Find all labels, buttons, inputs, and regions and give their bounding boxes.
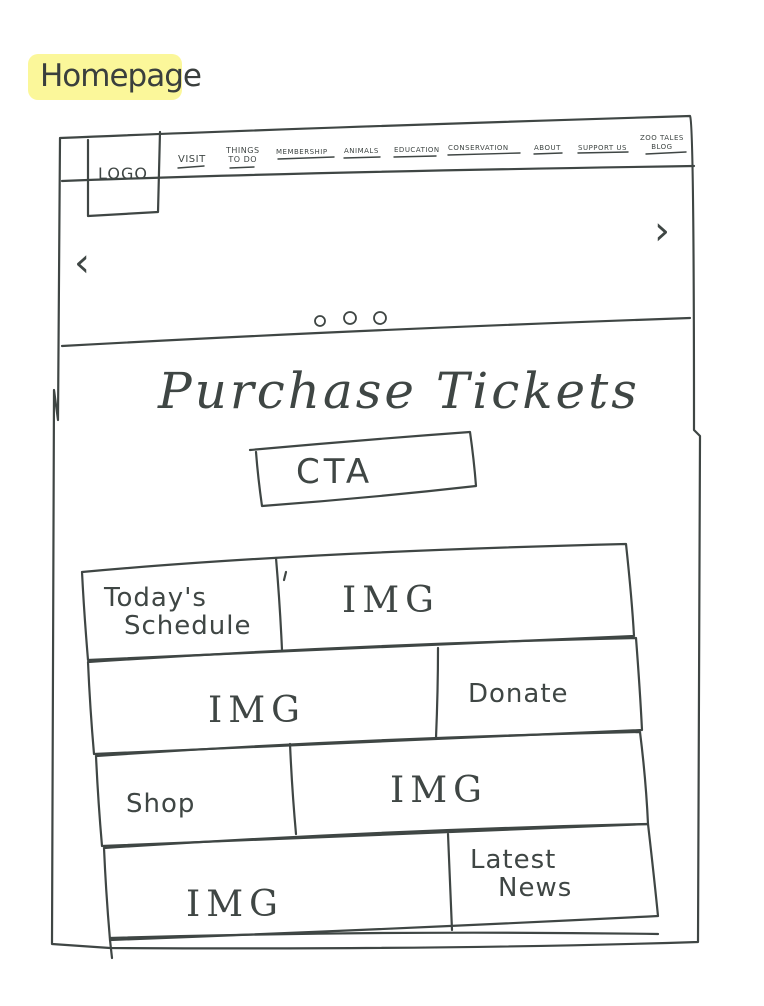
nav-education[interactable]: EDUCATION (394, 146, 440, 154)
nav-things-to-do[interactable]: THINGS TO DO (226, 146, 260, 164)
tile-img-3[interactable]: IMG (390, 770, 488, 811)
tile-donate[interactable]: Donate (468, 679, 569, 709)
nav-support-us[interactable]: SUPPORT US (578, 144, 627, 152)
nav-membership[interactable]: MEMBERSHIP (276, 148, 328, 156)
tile-img-4[interactable]: IMG (186, 884, 284, 925)
nav-animals[interactable]: ANIMALS (344, 147, 379, 155)
news-line1: Latest (470, 845, 557, 875)
news-line2: News (498, 873, 573, 903)
chevron-left-icon[interactable]: ‹ (74, 240, 90, 286)
nav-visit[interactable]: VISIT (178, 154, 206, 165)
tile-todays-schedule[interactable]: Today's Schedule (104, 584, 251, 640)
logo[interactable]: LOGO (98, 164, 148, 183)
cta-button[interactable]: CTA (296, 452, 374, 492)
page-title: Homepage (40, 58, 202, 94)
nav-conservation[interactable]: CONSERVATION (448, 144, 509, 152)
schedule-line1: Today's (104, 583, 207, 613)
chevron-right-icon[interactable]: › (654, 208, 670, 254)
tile-img-2[interactable]: IMG (208, 690, 306, 731)
schedule-line2: Schedule (124, 611, 252, 641)
nav-about[interactable]: ABOUT (534, 144, 561, 152)
nav-things-to-do-line2: TO DO (228, 155, 258, 164)
nav-blog-line1: ZOO TALES (640, 134, 684, 142)
tile-shop[interactable]: Shop (126, 789, 196, 819)
nav-blog-line2: BLOG (651, 143, 673, 151)
carousel-dot-3[interactable] (373, 311, 387, 325)
tile-img-1[interactable]: IMG (342, 580, 440, 621)
title-highlight (28, 54, 182, 100)
carousel-dot-1[interactable] (314, 315, 326, 327)
carousel-dot-2[interactable] (343, 311, 357, 325)
hero-title: Purchase Tickets (158, 362, 640, 420)
nav-things-to-do-line1: THINGS (226, 146, 260, 155)
tile-latest-news[interactable]: Latest News (470, 846, 572, 902)
nav-zoo-tales-blog[interactable]: ZOO TALES BLOG (640, 134, 684, 152)
